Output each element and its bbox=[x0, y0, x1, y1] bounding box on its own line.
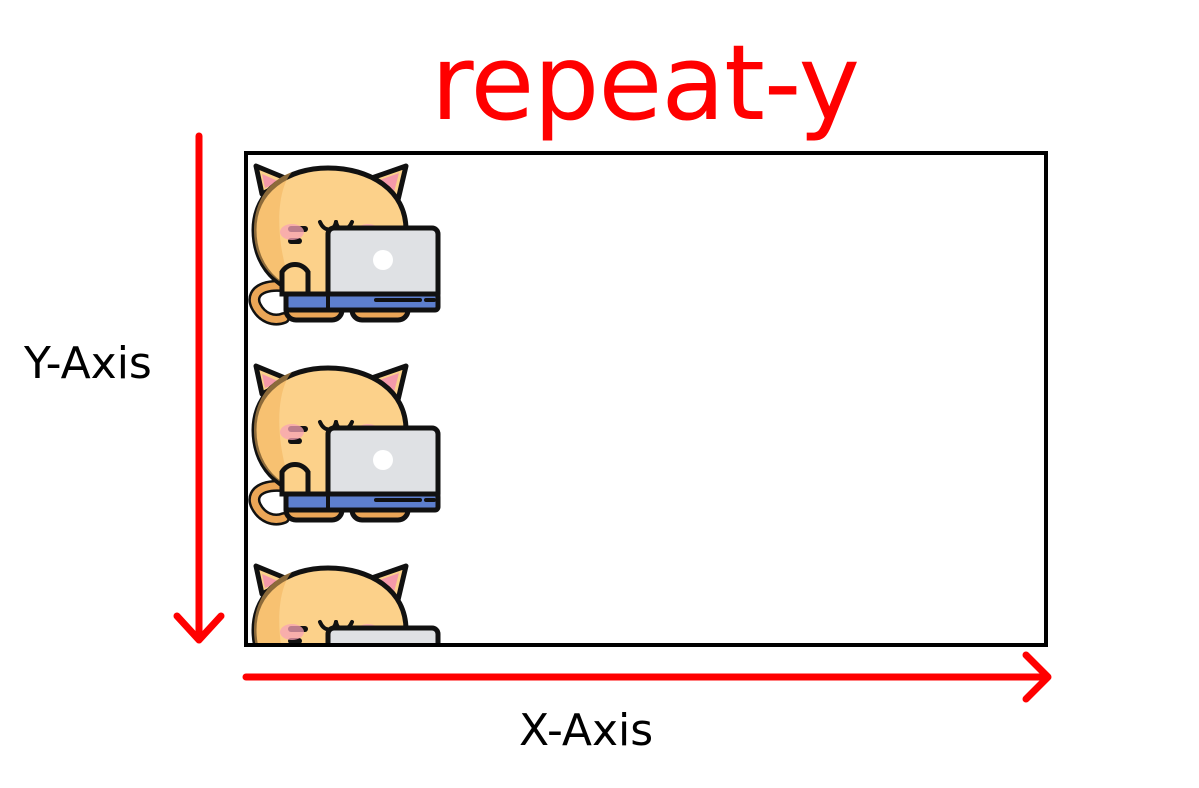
cat-with-laptop-icon bbox=[254, 166, 438, 320]
y-axis-label: Y-Axis bbox=[24, 338, 152, 389]
x-axis-arrow bbox=[242, 651, 1052, 703]
cat-with-laptop-icon bbox=[254, 366, 438, 520]
background-tiles bbox=[254, 166, 438, 720]
diagram-title: repeat-y bbox=[430, 22, 860, 144]
x-axis-label: X-Axis bbox=[519, 705, 654, 756]
y-axis-arrow bbox=[173, 132, 225, 644]
element-box bbox=[244, 151, 1048, 647]
